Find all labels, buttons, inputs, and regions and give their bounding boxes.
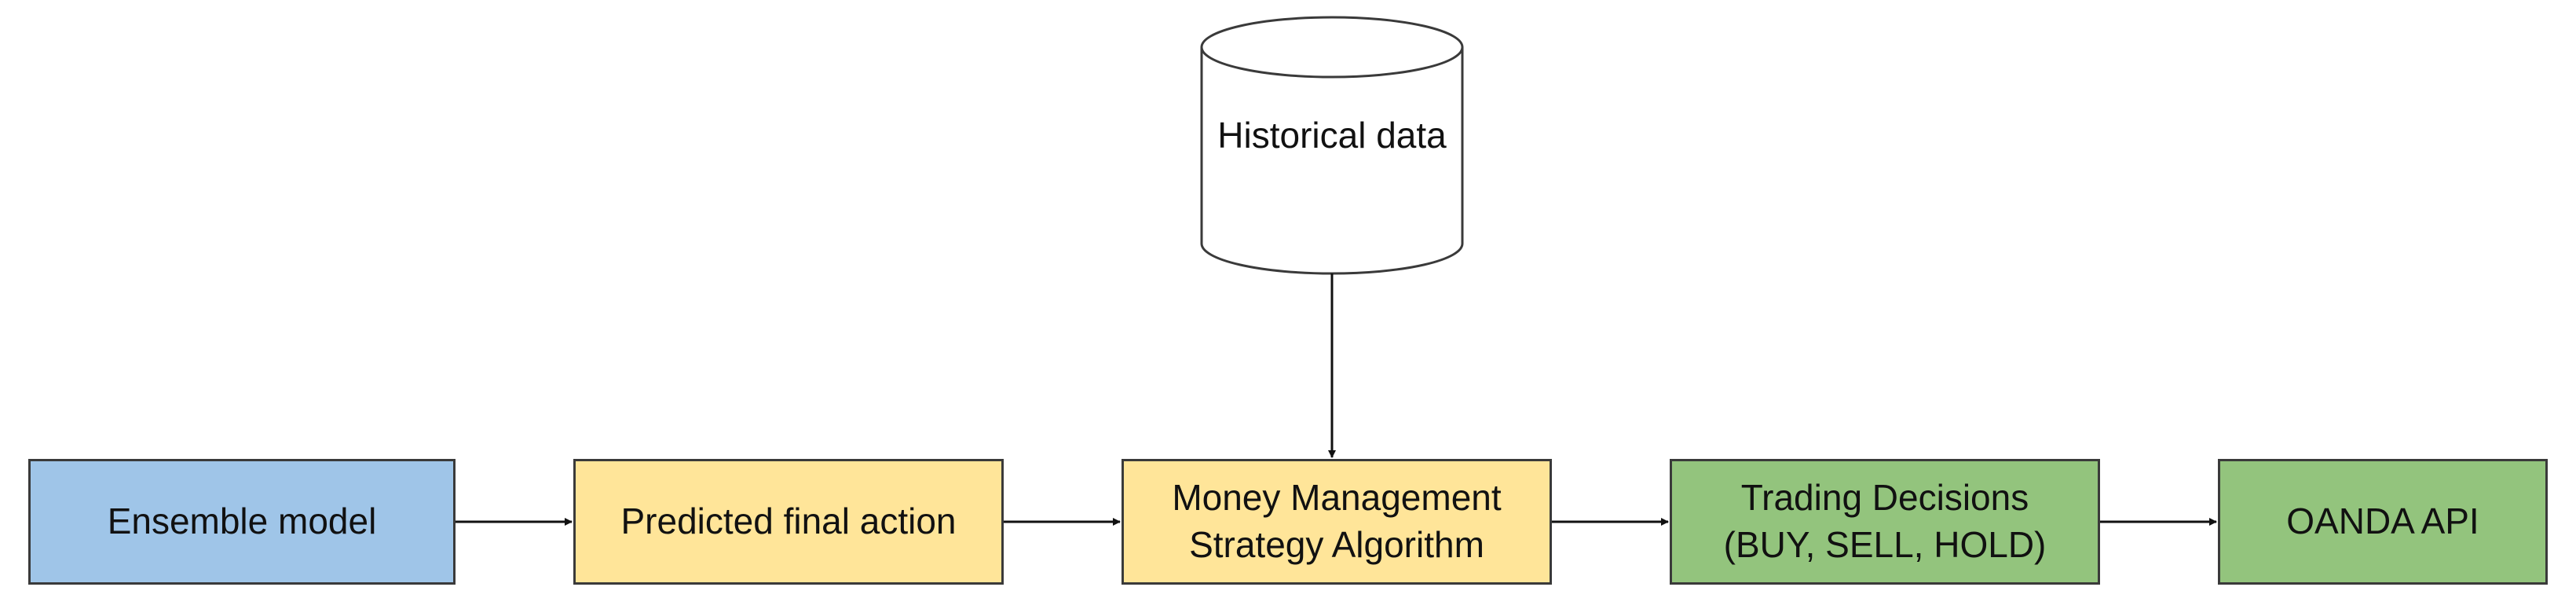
historical-data-label: Historical data	[1206, 110, 1458, 160]
money-management-line2: Strategy Algorithm	[1189, 524, 1484, 565]
historical-data-line2: data	[1376, 115, 1447, 156]
trading-decisions-box: Trading Decisions (BUY, SELL, HOLD)	[1670, 459, 2100, 585]
ensemble-model-label: Ensemble model	[107, 501, 377, 542]
historical-data-cylinder	[1200, 16, 1464, 275]
money-management-box: Money Management Strategy Algorithm	[1122, 459, 1552, 585]
trading-decisions-line2: (BUY, SELL, HOLD)	[1723, 524, 2047, 565]
oanda-api-label: OANDA API	[2286, 501, 2479, 542]
historical-data-line1: Historical	[1217, 115, 1367, 156]
predicted-final-action-label: Predicted final action	[620, 501, 957, 542]
predicted-final-action-box: Predicted final action	[573, 459, 1004, 585]
trading-decisions-line1: Trading Decisions	[1740, 477, 2029, 519]
ensemble-model-box: Ensemble model	[28, 459, 456, 585]
oanda-api-box: OANDA API	[2218, 459, 2548, 585]
money-management-line1: Money Management	[1172, 477, 1502, 519]
